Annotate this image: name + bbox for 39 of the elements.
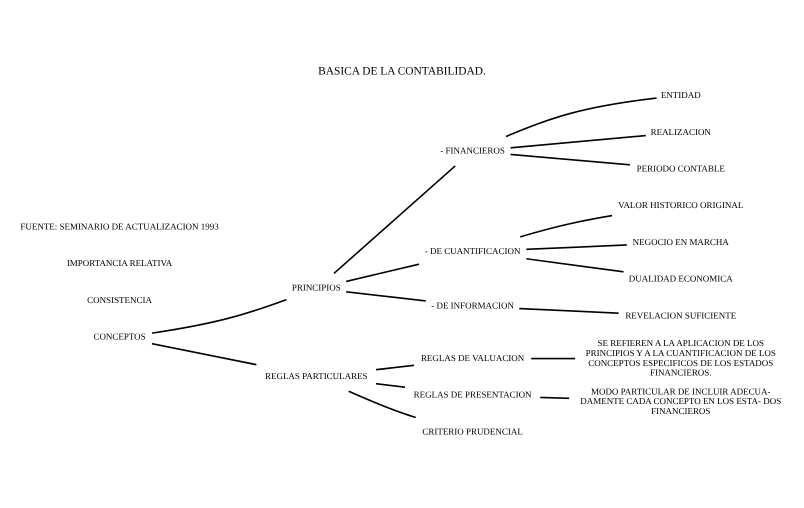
node-text: PRINCIPIOS: [292, 282, 341, 292]
connector: [346, 262, 420, 282]
node-text: CONCEPTOS: [93, 331, 146, 342]
label: FUENTE: SEMINARIO DE ACTUALIZACION 1993: [20, 220, 219, 231]
connector: [540, 396, 570, 399]
connector: [510, 153, 630, 166]
node-text: REVELACION SUFICIENTE: [625, 310, 736, 320]
node-text: PERIODO CONTABLE: [636, 162, 725, 173]
connector: [506, 96, 657, 137]
connector: [152, 342, 257, 365]
node-text: REGLAS DE VALUACION: [420, 352, 524, 362]
label: CONSISTENCIA: [87, 294, 152, 304]
connector: [520, 214, 612, 238]
connector: [376, 364, 414, 370]
node-text: ENTIDAD: [660, 90, 701, 100]
node-text: NEGOCIO EN MARCHA: [632, 236, 729, 246]
connector: [346, 290, 426, 302]
connector: [348, 390, 416, 418]
connector: [519, 307, 619, 314]
connector: [152, 298, 287, 334]
node-text: CRITERIO PRUDENCIAL: [422, 426, 523, 436]
node-text: REGLAS PARTICULARES: [265, 370, 368, 380]
node-text: VALOR HISTORICO ORIGINAL: [618, 200, 744, 210]
node-text: REGLAS DE PRESENTACION: [414, 389, 532, 400]
connector: [333, 164, 456, 274]
node-text: DUALIDAD ECONOMICA: [628, 273, 733, 284]
connector: [510, 134, 646, 148]
node-text: - DE INFORMACION: [431, 300, 514, 310]
node-text: - DE CUANTIFICACION: [424, 245, 520, 256]
diagram-title: BASICA DE LA CONTABILIDAD.: [318, 65, 486, 78]
connector: [526, 257, 624, 272]
connector: [531, 357, 576, 359]
node-text: - FINANCIEROS: [440, 145, 505, 156]
connector: [376, 382, 406, 388]
node-text: SE REFIEREN A LA APLICACION DE LOS PRINCIPIOS Y A LA CUANTIFICACION DE LOS CONCEPTOS ESPECIFICOS DE LOS ESTADOS FINANCIEROS.: [586, 338, 776, 378]
node-text: MODO PARTICULAR DE INCLUIR ADECUA- DAMENTE CADA CONCEPTO EN LOS ESTA- DOS FINANCIEROS: [580, 386, 782, 416]
connector: [526, 244, 627, 250]
label: IMPORTANCIA RELATIVA: [66, 258, 172, 268]
node-text: REALIZACION: [650, 126, 711, 136]
